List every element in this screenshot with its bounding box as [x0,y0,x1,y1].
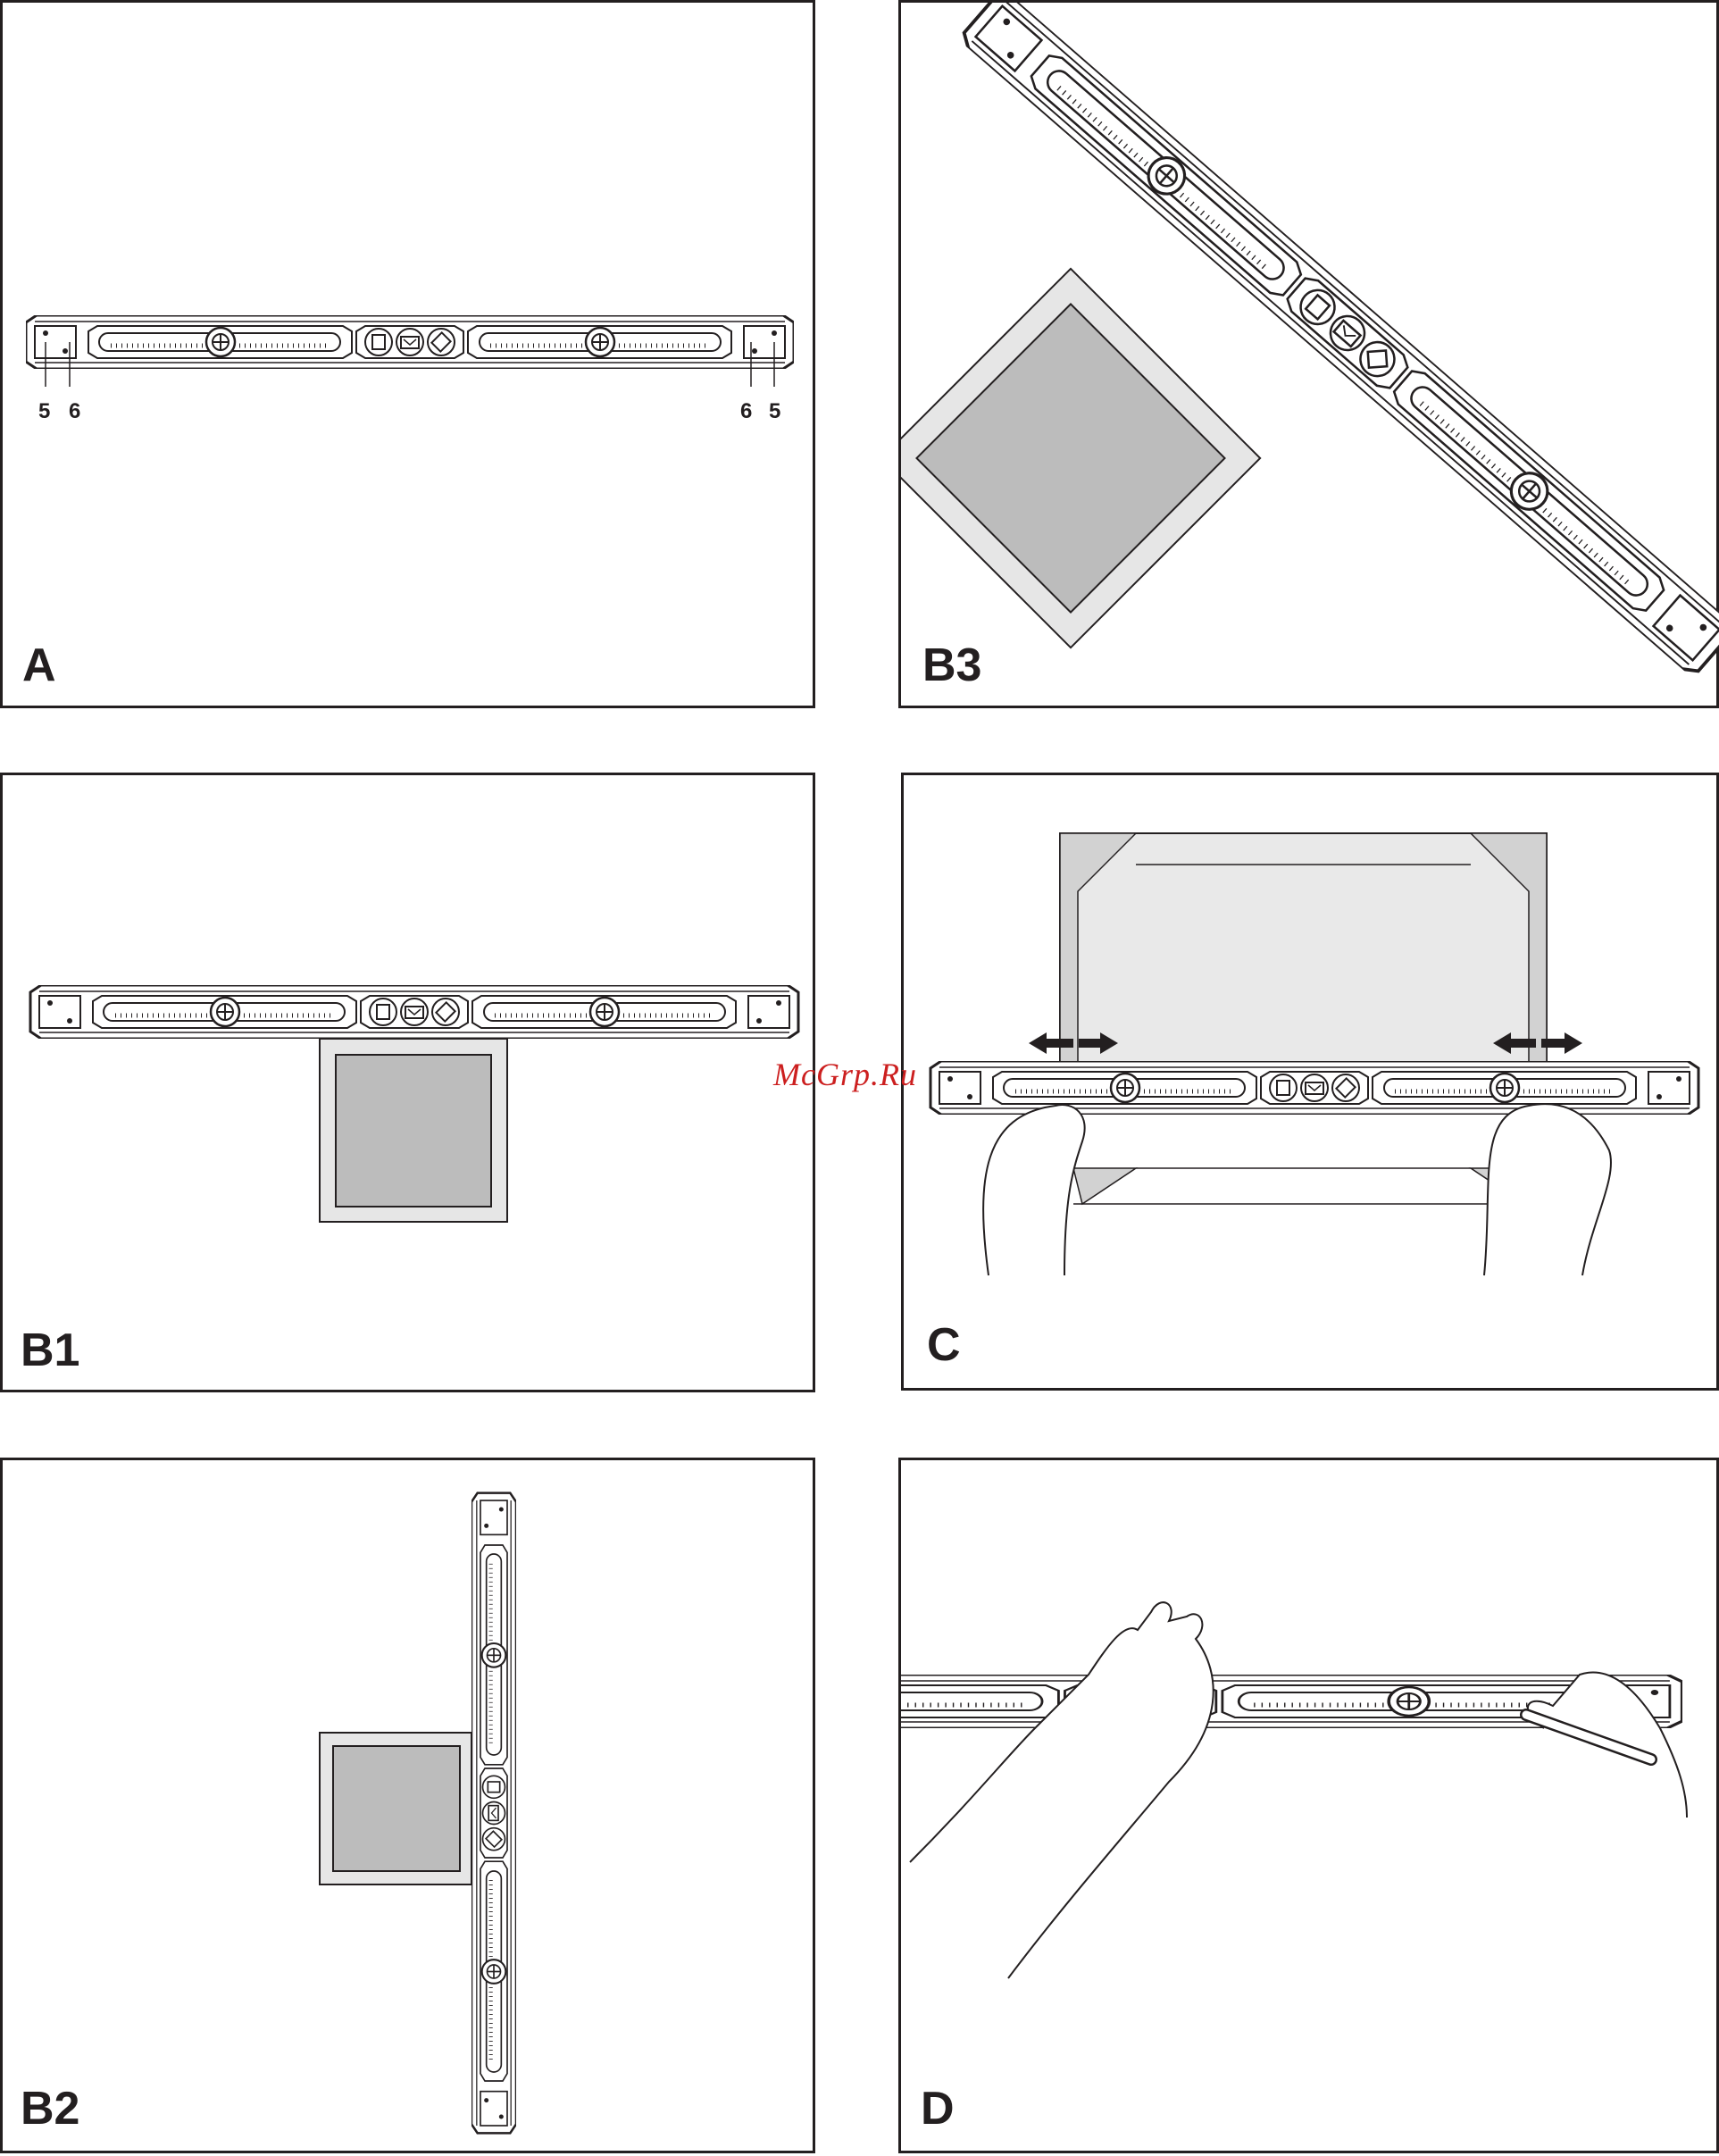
callout-5-left: 5 [38,399,50,423]
level-tool-tile-drawing [3,775,818,1395]
callout-6-right: 6 [740,399,752,423]
panel-label-b2: B2 [21,2085,79,2132]
panel-b2: B2 [0,1458,815,2153]
level-tool-marking-drawing [901,1460,1719,2156]
panel-b3: B3 [898,0,1719,708]
panel-b1: B1 [0,773,815,1392]
callout-6-left: 6 [69,399,80,423]
level-tool-drawing: 5 6 6 5 [3,3,818,711]
panel-label-b1: B1 [21,1327,79,1374]
panel-label-d: D [921,2085,955,2132]
panel-label-b3: B3 [922,642,981,689]
callout-5-right: 5 [769,399,780,423]
panel-d: D [898,1458,1719,2153]
panel-c: C [901,773,1719,1391]
panel-label-c: C [927,1322,961,1368]
level-tool-vertical-drawing [3,1460,818,2156]
panel-label-a: A [22,642,56,689]
level-tool-hands-drawing [904,775,1719,1393]
watermark: McGrp.Ru [773,1056,917,1093]
tile-frame [901,269,1260,648]
panel-a: 5 6 6 5 A [0,0,815,708]
level-tool-diagonal-drawing [901,3,1719,711]
